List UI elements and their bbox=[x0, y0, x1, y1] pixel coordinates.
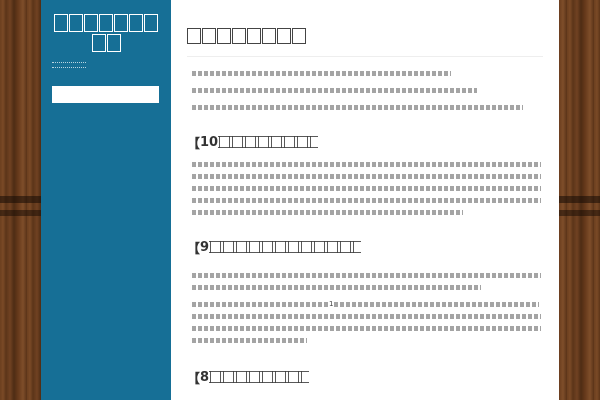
section-heading-8: 【8 bbox=[187, 369, 543, 387]
main-content: 【10 【9 1 bbox=[171, 0, 559, 400]
section-10-paragraph bbox=[191, 160, 543, 217]
section-heading-9: 【9 bbox=[187, 239, 543, 257]
text-line bbox=[191, 172, 541, 181]
text-line bbox=[191, 184, 541, 193]
section-9-paragraph-2: 1 bbox=[191, 300, 543, 345]
text-line bbox=[191, 283, 481, 292]
intro-paragraph bbox=[191, 69, 543, 112]
intro-line-2 bbox=[191, 86, 477, 95]
text-line bbox=[191, 300, 329, 309]
title-divider bbox=[187, 56, 543, 57]
inline-number: 1 bbox=[329, 300, 334, 308]
text-line bbox=[191, 196, 541, 205]
text-line bbox=[191, 324, 541, 333]
section-heading-glyphs bbox=[209, 371, 310, 383]
intro-line-3 bbox=[191, 103, 523, 112]
section-bracket: 【 bbox=[187, 136, 201, 152]
text-line bbox=[191, 312, 541, 321]
page-title-glyphs bbox=[187, 28, 306, 44]
text-line bbox=[333, 300, 540, 309]
site-tagline bbox=[52, 62, 86, 68]
page-title bbox=[187, 24, 543, 48]
section-heading-glyphs bbox=[209, 241, 362, 253]
text-line bbox=[191, 208, 463, 217]
section-heading-glyphs bbox=[218, 136, 319, 148]
text-line bbox=[191, 160, 541, 169]
section-number: 10 bbox=[200, 134, 219, 150]
text-line bbox=[191, 336, 307, 345]
background-wood-left bbox=[0, 0, 41, 400]
intro-line-1 bbox=[191, 69, 451, 78]
sidebar bbox=[41, 0, 171, 400]
site-title[interactable] bbox=[52, 14, 160, 62]
section-number: 9 bbox=[200, 239, 210, 255]
section-bracket: 【 bbox=[187, 241, 201, 257]
section-9-paragraph-1 bbox=[191, 271, 543, 292]
section-heading-10: 【10 bbox=[187, 134, 543, 152]
site-title-glyphs bbox=[52, 14, 160, 52]
text-line bbox=[191, 271, 541, 280]
search-input[interactable] bbox=[52, 86, 159, 103]
section-bracket: 【 bbox=[187, 371, 201, 387]
section-number: 8 bbox=[200, 369, 210, 385]
